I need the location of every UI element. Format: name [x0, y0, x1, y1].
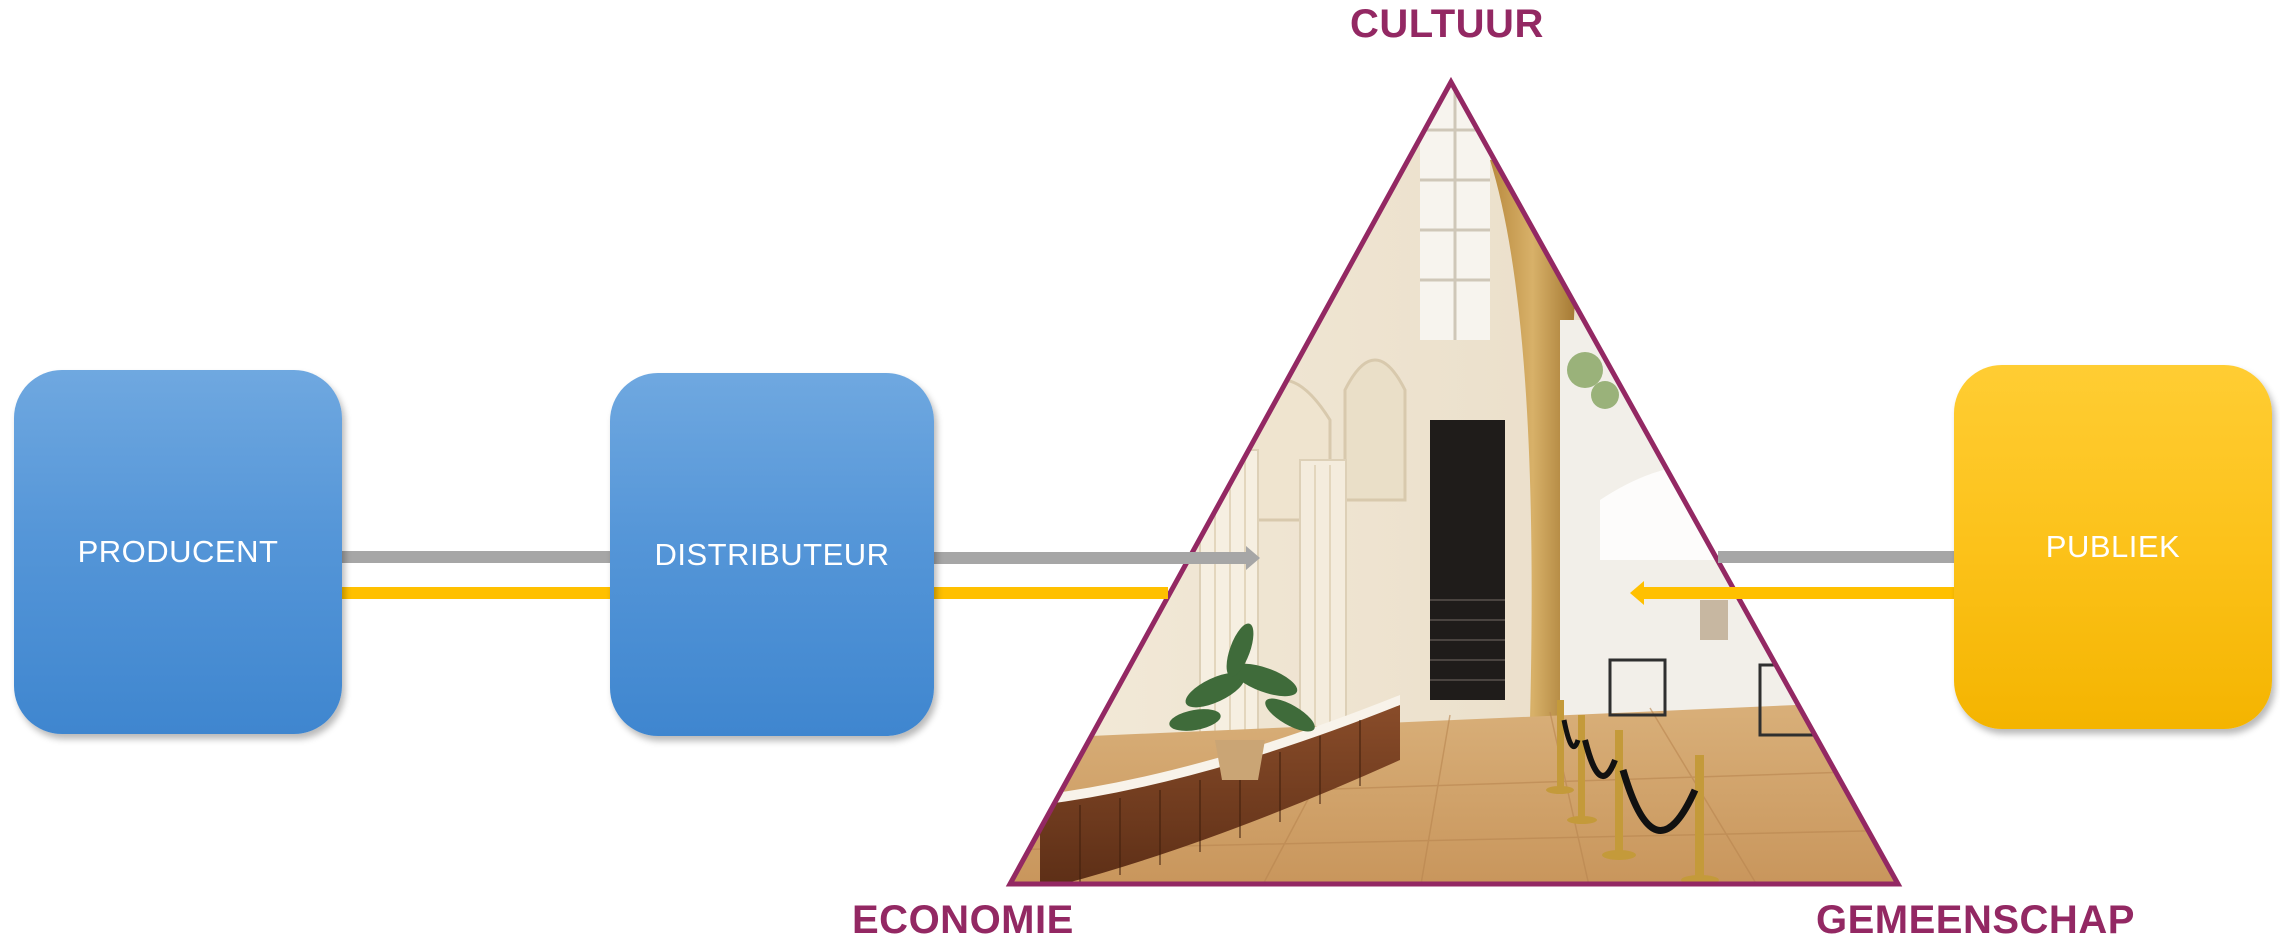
triangle-top-label: CULTUUR	[1350, 2, 1544, 46]
arrow-producent-to-distributeur	[323, 545, 627, 569]
arrow-distributeur-to-triangle	[915, 546, 1260, 570]
producent-label: PRODUCENT	[77, 534, 279, 569]
publiek-box: PUBLIEK	[1954, 365, 2272, 729]
producent-box: PRODUCENT	[14, 370, 342, 734]
interior-photo	[1010, 82, 1898, 884]
distributeur-box: DISTRIBUTEUR	[610, 373, 934, 736]
arrow-triangle-to-distributeur	[918, 581, 1168, 605]
publiek-label: PUBLIEK	[2045, 529, 2181, 564]
distributeur-label: DISTRIBUTEUR	[654, 536, 890, 572]
triangle-right-label: GEMEENSCHAP	[1816, 898, 2135, 942]
arrow-publiek-to-triangle	[1630, 581, 1974, 605]
triangle-left-label: ECONOMIE	[852, 898, 1074, 942]
arrow-triangle-to-publiek	[1718, 545, 1976, 569]
triangle-outline	[1005, 76, 1903, 887]
arrow-distributeur-to-producent	[327, 581, 624, 605]
